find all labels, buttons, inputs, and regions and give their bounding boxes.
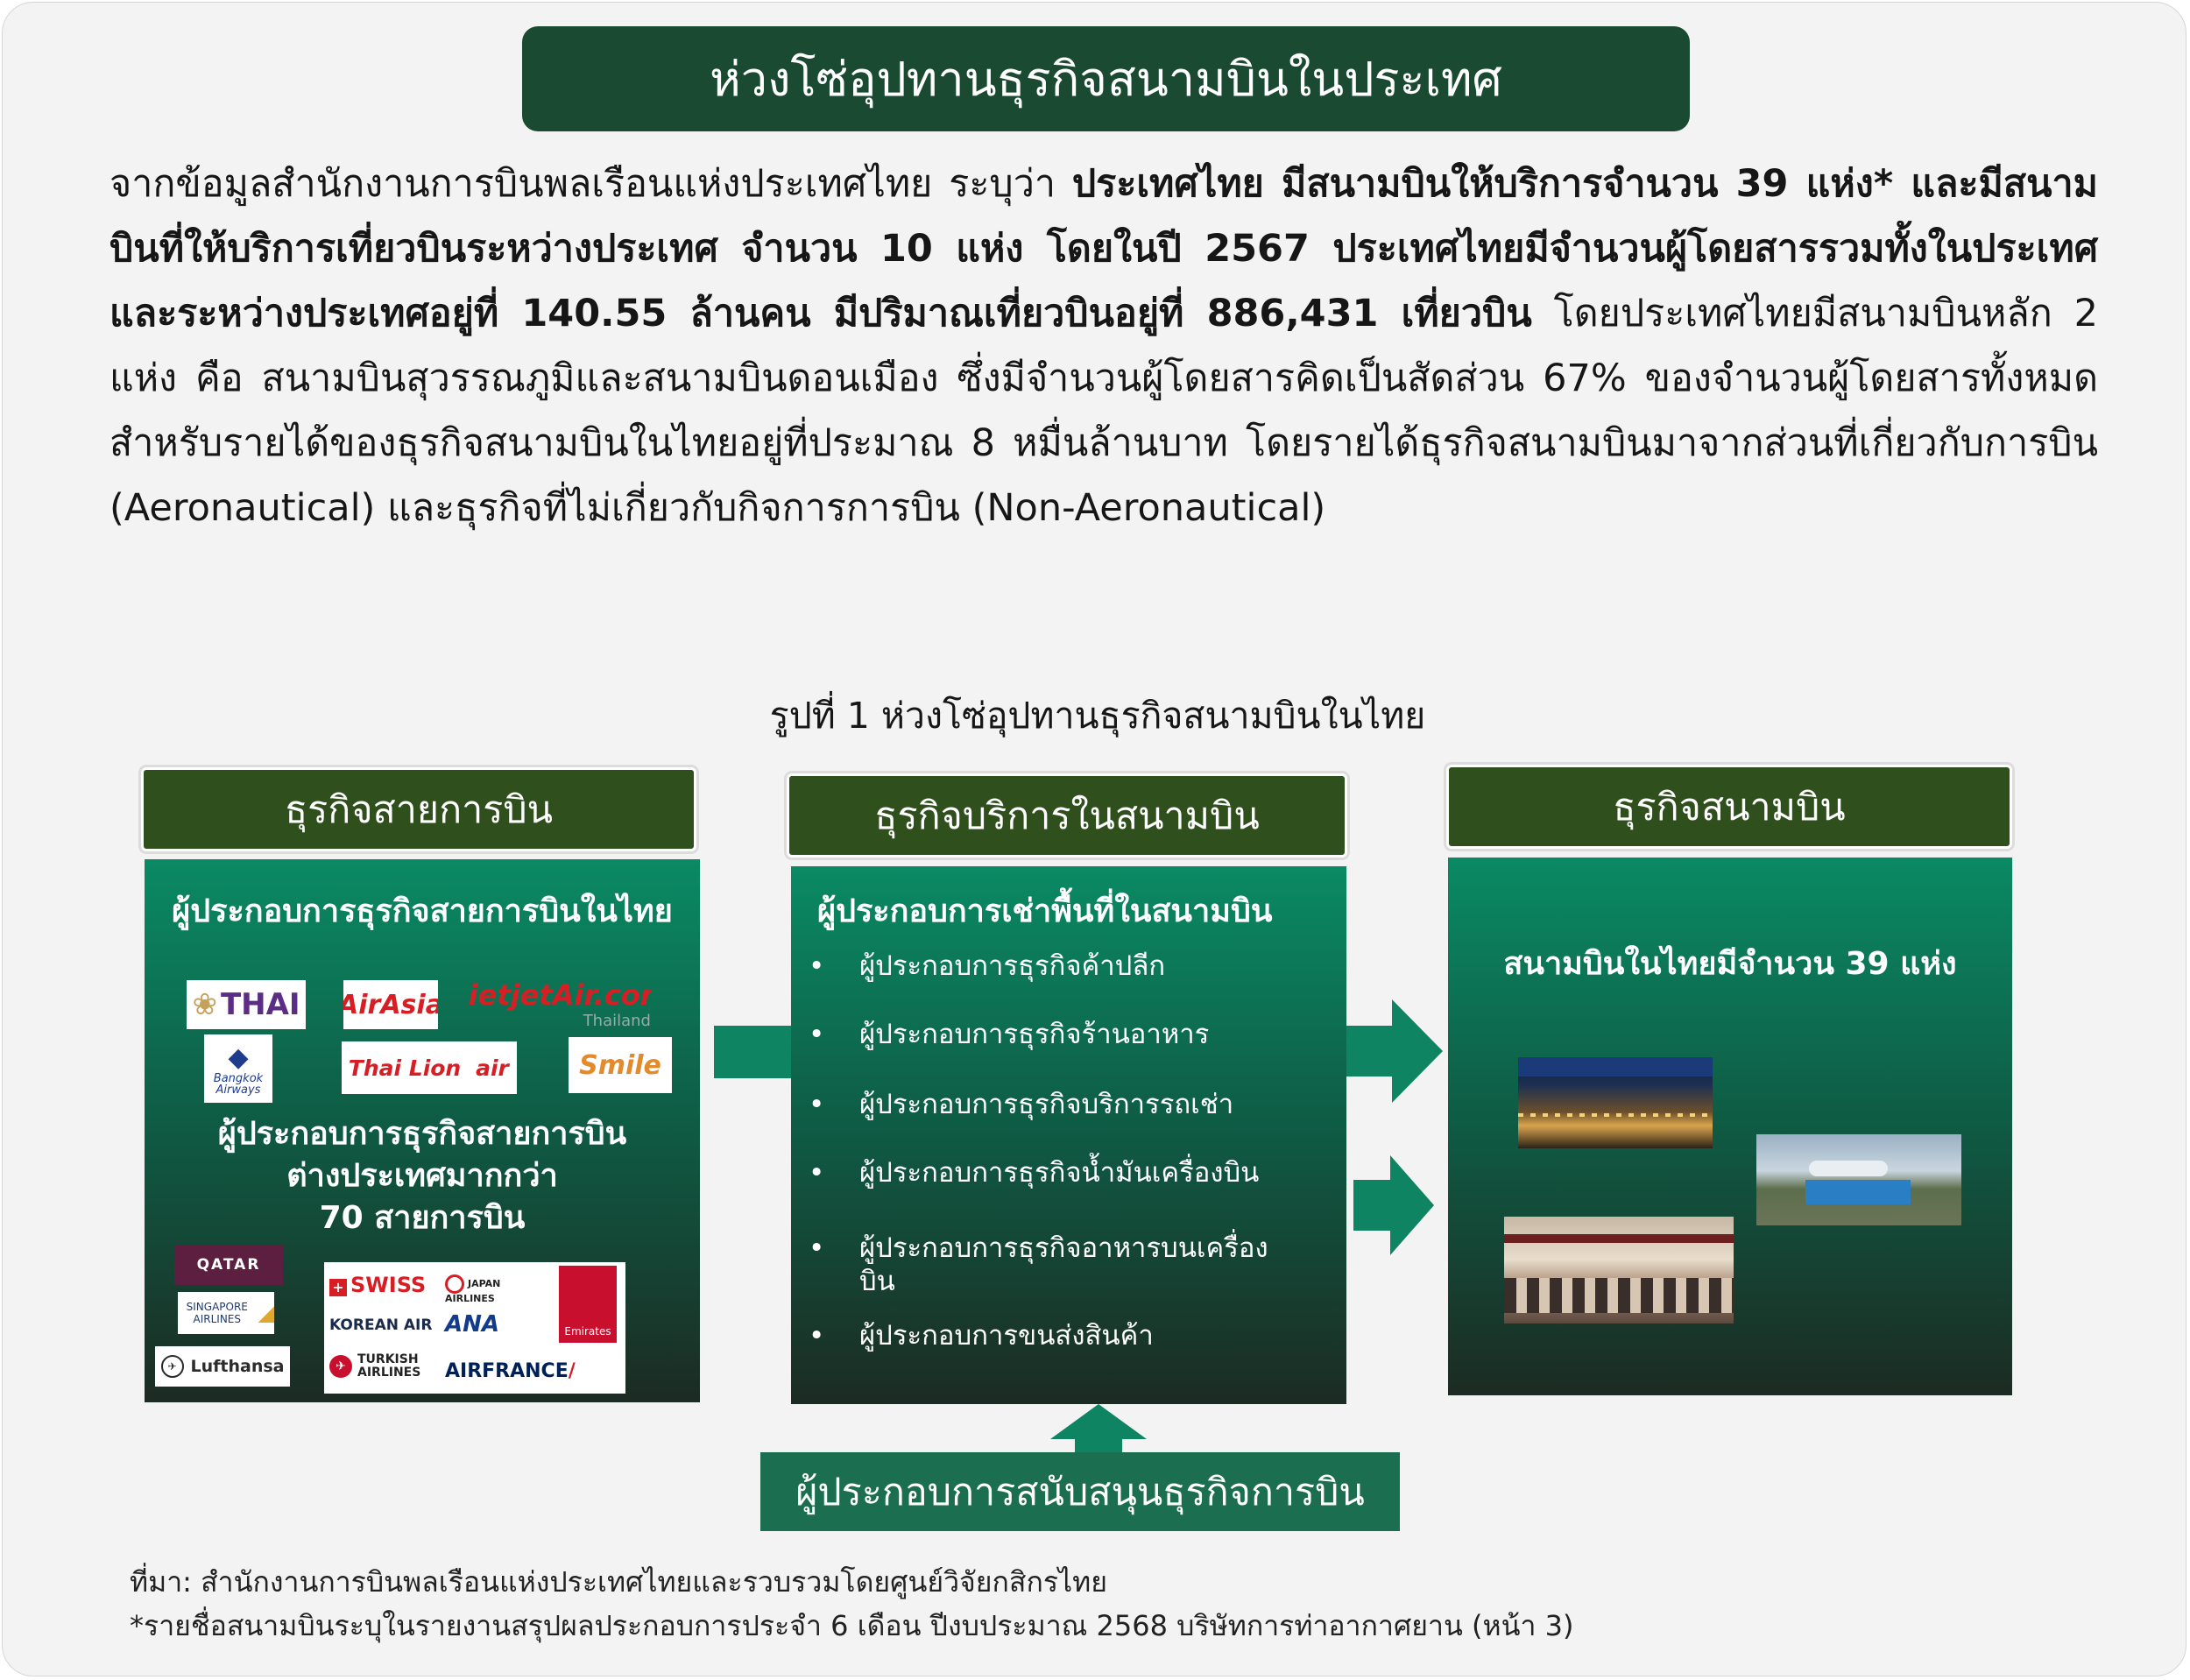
air-france-logo: AIRFRANCE/ — [445, 1360, 576, 1382]
thai-lion-air-logo: Thai Lion — [342, 1041, 468, 1094]
airasia-logo: AirAsia — [343, 980, 438, 1029]
arrow-right-services-to-airport-1 — [1346, 999, 1443, 1103]
services-list-label: ผู้ประกอบการธุรกิจค้าปลีก — [859, 950, 1166, 982]
singapore-bird-icon: ◢ — [258, 1301, 274, 1325]
swiss-logo: +SWISS — [329, 1273, 426, 1297]
turkish-airlines-icon: ✈ — [329, 1355, 352, 1378]
services-list-item: • ผู้ประกอบการธุรกิจบริการรถเช่า — [809, 1088, 1282, 1121]
bullet-icon: • — [809, 1320, 825, 1352]
services-list-item: • ผู้ประกอบการธุรกิจค้าปลีก — [809, 949, 1282, 983]
arrow-up-support-to-services — [1050, 1404, 1147, 1455]
korean-air-logo: KOREAN AIR — [329, 1316, 433, 1334]
airport-list-footnote: *รายชื่อสนามบินระบุในรายงานสรุปผลประกอบก… — [130, 1609, 1574, 1642]
figure-caption: รูปที่ 1 ห่วงโซ่อุปทานธุรกิจสนามบินในไทย — [769, 695, 1426, 737]
thai-smile-logo: Smile — [569, 1037, 672, 1093]
turkish-airlines-logo: ✈TURKISH AIRLINES — [329, 1353, 438, 1380]
airport-terminal-night-photo — [1518, 1057, 1713, 1148]
page-title: ห่วงโซ่อุปทานธุรกิจสนามบินในประเทศ — [522, 26, 1690, 131]
thai-lion-air-emblem: air — [468, 1041, 517, 1094]
singapore-airlines-logo: SINGAPORE AIRLINES◢ — [178, 1292, 274, 1334]
aviation-support-operators: ผู้ประกอบการสนับสนุนธุรกิจการบิน — [760, 1452, 1400, 1531]
services-list-label: ผู้ประกอบการธุรกิจอาหารบนเครื่องบิน — [859, 1232, 1268, 1297]
services-list-label: ผู้ประกอบการขนส่งสินค้า — [859, 1320, 1154, 1352]
intro-bold-facts: ประเทศไทย มีสนามบินให้บริการจำนวน 39 แห่… — [110, 162, 2098, 335]
thai-orchid-icon: ❀ — [192, 987, 217, 1022]
air-france-stripe-icon: / — [568, 1360, 576, 1382]
services-list-label: ผู้ประกอบการธุรกิจบริการรถเช่า — [859, 1089, 1234, 1120]
services-list-item: • ผู้ประกอบการธุรกิจร้านอาหาร — [809, 1018, 1282, 1051]
jal-logo: JAPAN AIRLINES — [445, 1274, 531, 1304]
bangkok-airways-logo: ◆ Bangkok Airways — [204, 1034, 272, 1103]
domestic-airline-title: ผู้ประกอบการธุรกิจสายการบินในไทย — [172, 893, 673, 929]
bullet-icon: • — [809, 1019, 825, 1050]
arrow-right-services-to-airport-2 — [1353, 1155, 1434, 1255]
emirates-logo: Emirates — [559, 1266, 617, 1343]
services-list-item: • ผู้ประกอบการธุรกิจอาหารบนเครื่องบิน — [809, 1232, 1282, 1298]
airport-runway-aircraft-photo — [1756, 1134, 1961, 1225]
intro-paragraph: จากข้อมูลสำนักงานการบินพลเรือนแห่งประเทศ… — [110, 152, 2098, 540]
source-note: ที่มา: สำนักงานการบินพลเรือนแห่งประเทศไท… — [130, 1565, 1107, 1599]
lufthansa-logo: ✈Lufthansa — [155, 1346, 290, 1387]
ana-logo: ANA — [445, 1311, 500, 1338]
intl-airline-title-3: 70 สายการบิน — [319, 1200, 526, 1236]
swiss-cross-icon: + — [329, 1279, 347, 1296]
lufthansa-crane-icon: ✈ — [160, 1355, 184, 1378]
intro-text-2: โดยประเทศไทยมีสนามบินหลัก 2 แห่ง คือ สนา… — [110, 292, 2099, 530]
intl-airlines-logo-board: +SWISS JAPAN AIRLINES Emirates KOREAN AI… — [324, 1262, 625, 1394]
jal-crane-icon — [445, 1274, 464, 1294]
airport-services-header: ธุรกิจบริการในสนามบิน — [787, 773, 1347, 858]
bullet-icon: • — [809, 1089, 825, 1120]
bullet-icon: • — [809, 1157, 825, 1189]
intro-text-1: จากข้อมูลสำนักงานการบินพลเรือนแห่งประเทศ… — [110, 162, 1072, 206]
bangkok-airways-icon: ◆ — [228, 1041, 249, 1073]
qatar-airways-logo: QATAR — [174, 1245, 283, 1285]
intl-airline-title-1: ผู้ประกอบการธุรกิจสายการบิน — [217, 1116, 627, 1152]
airport-business-panel: สนามบินในไทยมีจำนวน 39 แห่ง — [1448, 858, 2012, 1395]
airport-business-header: ธุรกิจสนามบิน — [1446, 765, 2012, 849]
services-list-label: ผู้ประกอบการธุรกิจร้านอาหาร — [859, 1019, 1210, 1050]
intl-airline-title-2: ต่างประเทศมากกว่า — [286, 1158, 558, 1194]
space-rental-title: ผู้ประกอบการเช่าพื้นที่ในสนามบิน — [817, 893, 1273, 929]
thai-airways-logo: ❀THAI — [187, 980, 306, 1029]
airport-arrival-hall-photo — [1504, 1217, 1734, 1324]
airport-count-title: สนามบินในไทยมีจำนวน 39 แห่ง — [1503, 946, 1957, 982]
airport-services-panel: ผู้ประกอบการเช่าพื้นที่ในสนามบิน • ผู้ประ… — [791, 866, 1346, 1404]
services-list-item: • ผู้ประกอบการธุรกิจน้ำมันเครื่องบิน — [809, 1156, 1282, 1189]
services-list-label: ผู้ประกอบการธุรกิจน้ำมันเครื่องบิน — [859, 1157, 1260, 1189]
airline-business-header: ธุรกิจสายการบิน — [141, 767, 696, 851]
bullet-icon: • — [809, 1232, 825, 1264]
arrow-right-airline-to-services — [714, 1026, 796, 1078]
airline-business-panel: ผู้ประกอบการธุรกิจสายการบินในไทย ❀THAI A… — [145, 859, 700, 1402]
services-list-item: • ผู้ประกอบการขนส่งสินค้า — [809, 1319, 1282, 1352]
vietjet-logo: vietjetAir.com Thailand — [469, 980, 651, 1027]
bullet-icon: • — [809, 950, 825, 982]
